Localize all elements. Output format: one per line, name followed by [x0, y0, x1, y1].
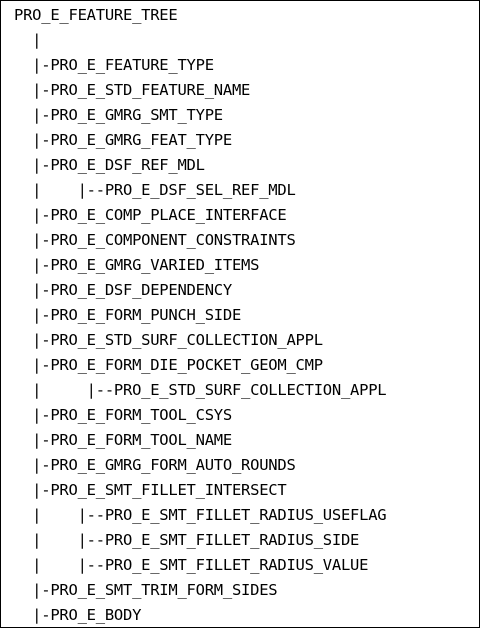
- tree-node: |-PRO_E_FORM_PUNCH_SIDE: [14, 306, 242, 324]
- tree-node: |-PRO_E_DSF_DEPENDENCY: [14, 281, 232, 299]
- tree-child-node: | |--PRO_E_SMT_FILLET_RADIUS_SIDE: [14, 531, 360, 549]
- tree-node: |-PRO_E_GMRG_FEAT_TYPE: [14, 131, 232, 149]
- tree-node: |-PRO_E_FORM_TOOL_CSYS: [14, 406, 232, 424]
- tree-node: |-PRO_E_BODY: [14, 606, 142, 624]
- tree-node: |-PRO_E_FEATURE_TYPE: [14, 56, 214, 74]
- tree-child-node: | |--PRO_E_STD_SURF_COLLECTION_APPL: [14, 381, 387, 399]
- tree-node: |-PRO_E_COMPONENT_CONSTRAINTS: [14, 231, 296, 249]
- tree-node: |-PRO_E_GMRG_VARIED_ITEMS: [14, 256, 260, 274]
- tree-node: |-PRO_E_SMT_TRIM_FORM_SIDES: [14, 581, 278, 599]
- tree-connector: |: [14, 31, 42, 49]
- tree-child-node: | |--PRO_E_DSF_SEL_REF_MDL: [14, 181, 296, 199]
- tree-node: |-PRO_E_FORM_DIE_POCKET_GEOM_CMP: [14, 356, 323, 374]
- tree-child-node: | |--PRO_E_SMT_FILLET_RADIUS_USEFLAG: [14, 506, 387, 524]
- tree-node: |-PRO_E_SMT_FILLET_INTERSECT: [14, 481, 287, 499]
- tree-node: |-PRO_E_COMP_PLACE_INTERFACE: [14, 206, 287, 224]
- feature-tree-listing: PRO_E_FEATURE_TREE | |-PRO_E_FEATURE_TYP…: [14, 3, 387, 627]
- tree-node: |-PRO_E_FORM_TOOL_NAME: [14, 431, 232, 449]
- tree-node: |-PRO_E_STD_FEATURE_NAME: [14, 81, 251, 99]
- tree-node: |-PRO_E_GMRG_FORM_AUTO_ROUNDS: [14, 456, 296, 474]
- tree-node: |-PRO_E_DSF_REF_MDL: [14, 156, 205, 174]
- tree-child-node: | |--PRO_E_SMT_FILLET_RADIUS_VALUE: [14, 556, 369, 574]
- tree-node: |-PRO_E_GMRG_SMT_TYPE: [14, 106, 223, 124]
- tree-root: PRO_E_FEATURE_TREE: [14, 6, 178, 24]
- tree-node: |-PRO_E_STD_SURF_COLLECTION_APPL: [14, 331, 323, 349]
